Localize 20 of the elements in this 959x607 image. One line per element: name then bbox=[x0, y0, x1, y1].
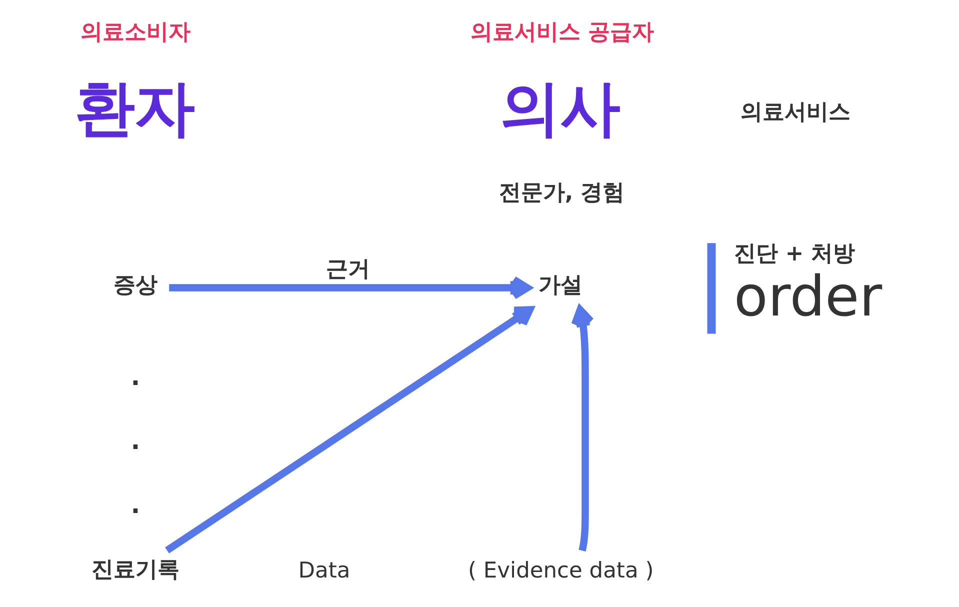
label: 전문가, 경험 bbox=[498, 180, 625, 206]
label: 진단 + 처방 bbox=[734, 241, 856, 266]
label: Data bbox=[298, 558, 350, 584]
node-text: 가설 bbox=[538, 272, 583, 298]
label: order bbox=[734, 264, 882, 330]
label: 의료소비자 bbox=[80, 20, 191, 45]
label: 의료서비스 bbox=[740, 100, 850, 126]
label: 의사 bbox=[500, 74, 620, 144]
label: . bbox=[130, 491, 140, 520]
node-text: 진료기록 bbox=[92, 557, 180, 582]
arrow bbox=[165, 306, 534, 554]
arrow bbox=[169, 276, 532, 300]
edge-label: 근거 bbox=[326, 257, 370, 282]
label: 환자 bbox=[74, 74, 195, 144]
label: 의료서비스 공급자 bbox=[470, 20, 654, 45]
label: . bbox=[130, 363, 140, 392]
node-text: 증상 bbox=[113, 272, 158, 298]
arrow bbox=[571, 306, 594, 552]
node-text: ( Evidence data ) bbox=[468, 558, 654, 584]
label: . bbox=[130, 427, 140, 456]
